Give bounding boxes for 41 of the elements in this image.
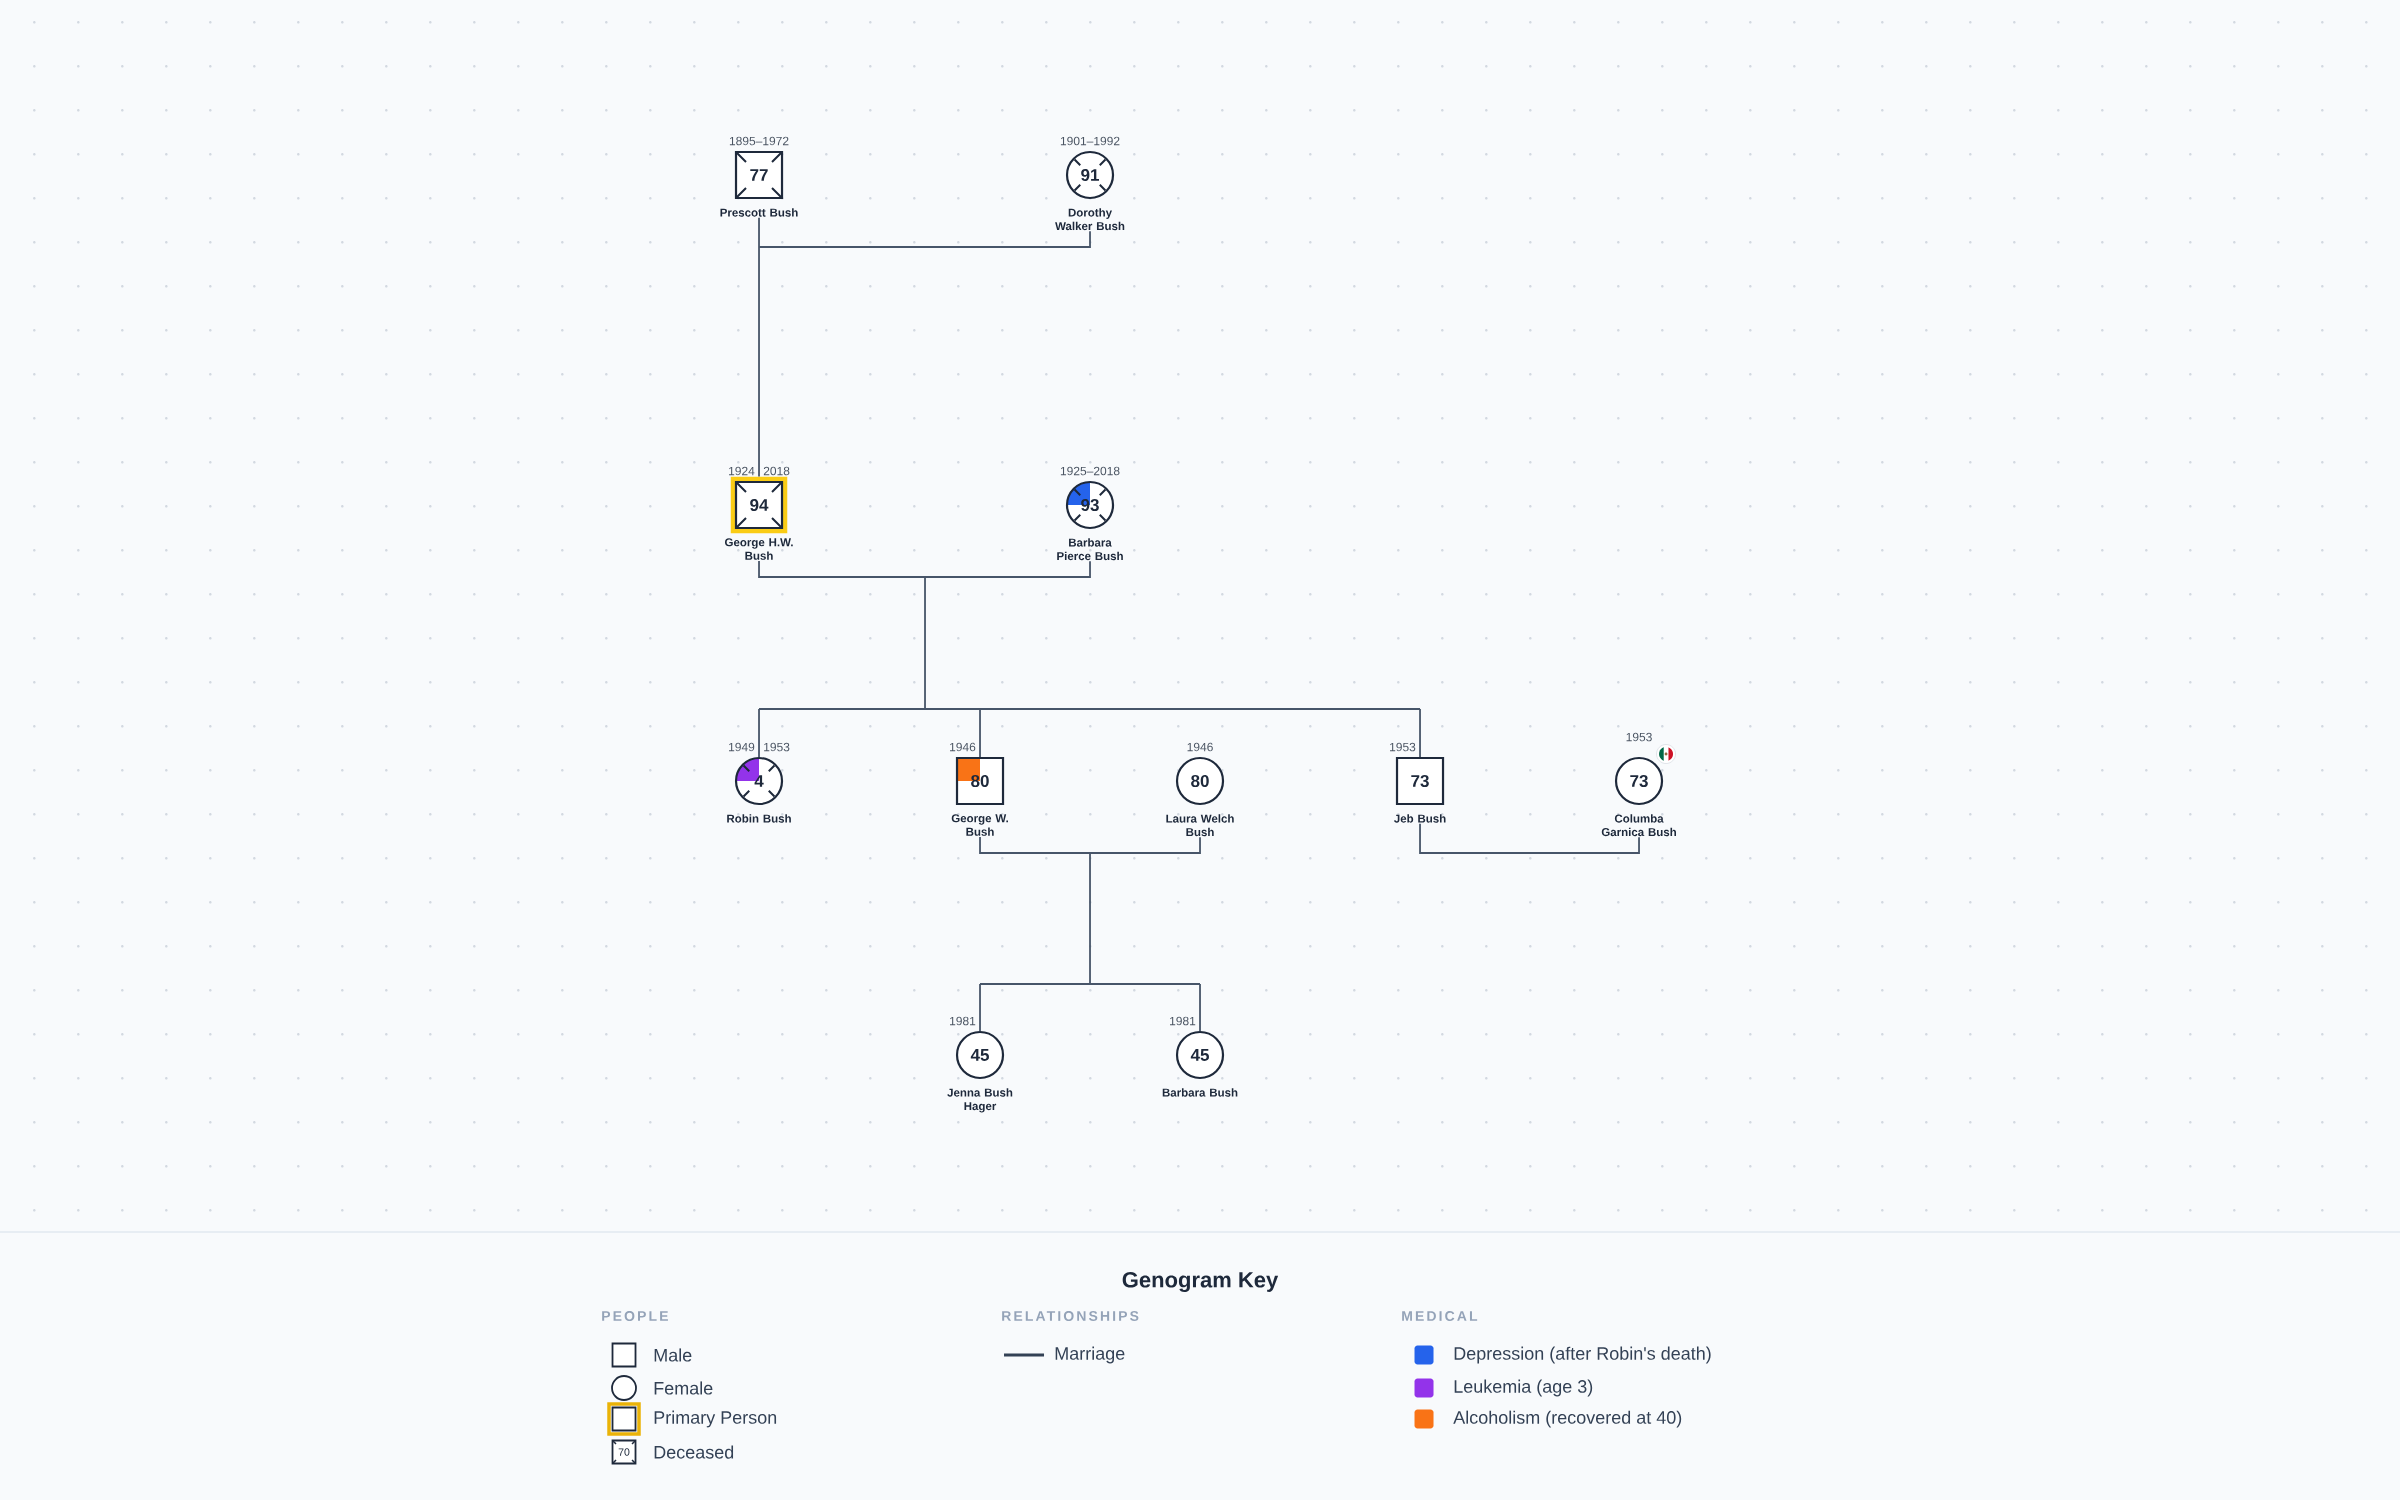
year-label: 1953 xyxy=(764,742,790,752)
family-connector xyxy=(758,560,1421,758)
family-connector xyxy=(979,836,1201,1032)
name-label: Laura Welch Bush xyxy=(1166,814,1234,837)
legend-label: Alcoholism (recovered at 40) xyxy=(1453,1410,1682,1428)
legend-title: Genogram Key xyxy=(1122,1272,1279,1293)
year-label: 1953 xyxy=(1390,742,1416,752)
year-label: 1895–1972 xyxy=(729,136,789,146)
section-heading: RELATIONSHIPS xyxy=(1002,1311,1139,1321)
name-label: Dorothy Walker Bush xyxy=(1055,208,1125,231)
year-label: 1946 xyxy=(1187,742,1213,752)
name-label: George W. Bush xyxy=(951,814,1008,836)
legend-label: Primary Person xyxy=(654,1410,777,1428)
year-label: 1901–1992 xyxy=(1060,136,1120,146)
name-label: Robin Bush xyxy=(727,814,791,823)
legend-label: Deceased xyxy=(654,1445,734,1459)
name-label: Columba Garnica Bush xyxy=(1601,814,1676,837)
year-label: 1925–2018 xyxy=(1060,466,1120,476)
legend-label: Leukemia (age 3) xyxy=(1454,1379,1593,1397)
year-label: 1953 xyxy=(1626,732,1652,742)
sample-number: 70 xyxy=(618,1448,630,1456)
name-label: Prescott Bush xyxy=(720,208,798,217)
year-label: 1981 xyxy=(950,1016,976,1026)
name-label: Barbara Pierce Bush xyxy=(1057,538,1123,561)
legend-label: Female xyxy=(654,1381,713,1395)
family-connector xyxy=(758,216,1091,478)
year-label: 2018 xyxy=(763,466,790,476)
name-label: Jeb Bush xyxy=(1394,814,1446,823)
name-label: Barbara Bush xyxy=(1162,1088,1238,1097)
marriage-line xyxy=(1419,822,1640,854)
legend-label: Marriage xyxy=(1055,1346,1125,1364)
name-label: Jenna Bush Hager xyxy=(947,1088,1013,1113)
year-label: 1924 xyxy=(729,466,755,476)
year-label: 1981 xyxy=(1170,1016,1196,1026)
legend-label: Male xyxy=(654,1348,692,1362)
legend-label: Depression (after Robin's death) xyxy=(1454,1346,1711,1364)
name-label: George H.W. Bush xyxy=(725,538,793,560)
year-label: 1946 xyxy=(950,742,976,752)
year-label: 1949 xyxy=(729,742,755,752)
section-heading: PEOPLE xyxy=(602,1311,668,1321)
section-heading: MEDICAL xyxy=(1402,1311,1478,1321)
